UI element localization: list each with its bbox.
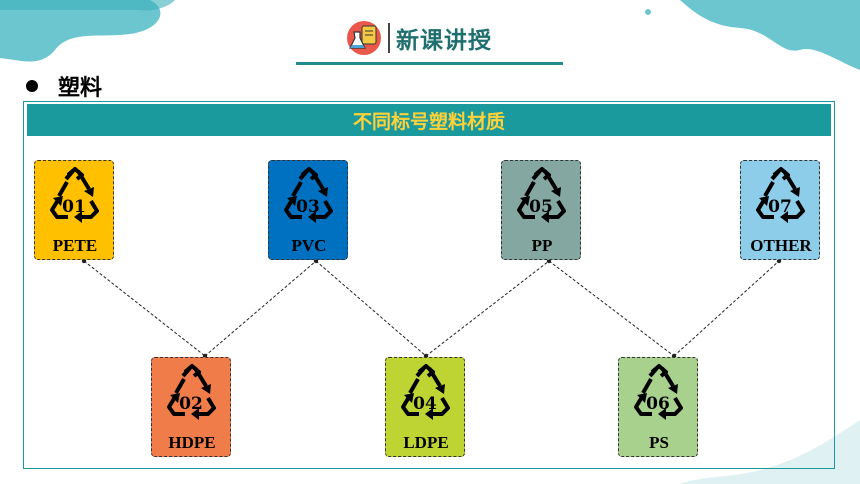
recycle-icon	[517, 167, 566, 225]
recycle-icon	[284, 167, 333, 225]
header: 新课讲授	[346, 18, 492, 58]
page-title: 新课讲授	[396, 28, 492, 54]
plastic-code: 05	[529, 197, 553, 217]
plastics-panel	[23, 101, 835, 469]
recycle-icon	[634, 364, 683, 422]
plastic-code: 01	[62, 197, 86, 217]
plastic-code: 04	[413, 394, 437, 414]
header-divider	[388, 23, 390, 53]
plastic-code: 07	[768, 197, 792, 217]
plastic-name: OTHER	[750, 236, 812, 255]
plastic-code: 06	[646, 394, 670, 414]
recycle-icon	[401, 364, 450, 422]
plastic-name: PVC	[291, 236, 327, 255]
plastic-card-other: 07 OTHER	[740, 160, 820, 260]
plastic-card-hdpe: 02 HDPE	[151, 357, 231, 457]
bullet-icon	[26, 80, 38, 92]
plastic-name: LDPE	[403, 433, 449, 452]
plastic-card-pp: 05 PP	[501, 160, 581, 260]
plastic-card-pvc: 03 PVC	[268, 160, 348, 260]
plastic-name: HDPE	[168, 433, 216, 452]
section-title: 塑料	[58, 76, 103, 101]
panel-header: 不同标号塑料材质	[27, 104, 831, 136]
plastic-name: PP	[531, 236, 553, 255]
plastic-card-ldpe: 04 LDPE	[385, 357, 465, 457]
plastic-name: PS	[649, 433, 669, 452]
plastic-card-ps: 06 PS	[618, 357, 698, 457]
recycle-icon	[756, 167, 805, 225]
plastic-card-pete: 01 PETE	[34, 160, 114, 260]
plastic-name: PETE	[52, 236, 98, 255]
lab-flask-icon	[347, 21, 381, 55]
recycle-icon	[167, 364, 216, 422]
plastic-code: 03	[296, 197, 320, 217]
panel-title: 不同标号塑料材质	[352, 110, 505, 133]
plastic-code: 02	[179, 394, 203, 414]
recycle-icon	[50, 167, 99, 225]
title-underline	[296, 62, 563, 65]
section-heading: 塑料	[26, 70, 102, 102]
